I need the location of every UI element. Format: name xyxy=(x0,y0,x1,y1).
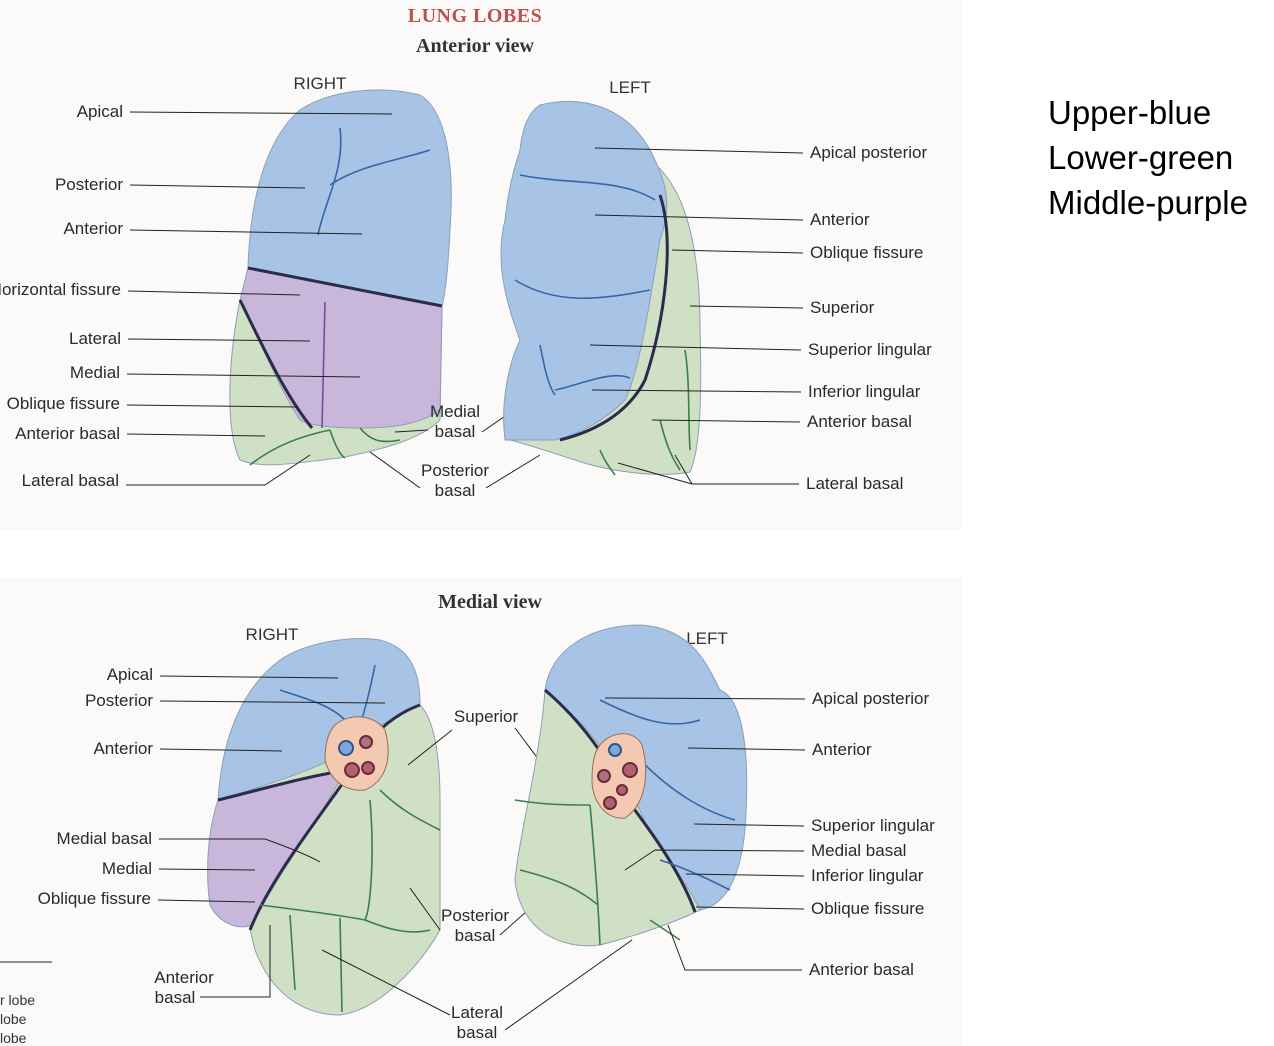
label-left-oblique-fissure: Oblique fissure xyxy=(810,243,923,262)
diagram-title: LUNG LOBES xyxy=(408,5,542,27)
medial-right-upper-lobe xyxy=(217,638,421,801)
anterior-left-lung xyxy=(500,100,702,476)
label-medial-left-anterior: Anterior xyxy=(812,740,872,759)
label-medial-oblique-fissure: Oblique fissure xyxy=(38,889,151,908)
anterior-view-subtitle: Anterior view xyxy=(416,35,534,57)
label-medial-apical-posterior: Apical posterior xyxy=(812,689,930,708)
label-medial: Medial xyxy=(70,363,120,382)
anterior-left-labels: Apical posterior Anterior Oblique fissur… xyxy=(589,143,932,493)
medial-center-labels: Superior Posterior basal Lateral basal xyxy=(321,707,633,1042)
label-superior: Superior xyxy=(810,298,875,317)
label-medial-left-medial-basal: Medial basal xyxy=(811,841,906,860)
label-medial-medial: Medial xyxy=(102,859,152,878)
cropped-edge-fragments: r lobe lobe lobe xyxy=(0,961,52,1046)
medial-left-labels: Apical posterior Anterior Superior lingu… xyxy=(604,689,935,979)
anterior-right-lung xyxy=(229,89,452,466)
medial-left-side-label: LEFT xyxy=(686,629,728,648)
color-legend: Upper-blue Lower-green Middle-purple xyxy=(1048,90,1248,225)
label-medial-anterior: Anterior xyxy=(93,739,153,758)
legend-lower-green: Lower-green xyxy=(1048,139,1234,176)
label-apical-posterior: Apical posterior xyxy=(810,143,928,162)
anterior-right-labels: Apical Posterior Anterior Horizontal fis… xyxy=(0,102,393,490)
anterior-right-oblique-fissure-line xyxy=(238,299,314,429)
label-anterior-basal: Anterior basal xyxy=(15,424,120,443)
medial-left-hilum xyxy=(591,733,647,819)
label-medial-superior-lingular: Superior lingular xyxy=(811,816,935,835)
label-inferior-lingular: Inferior lingular xyxy=(808,382,921,401)
label-anterior: Anterior xyxy=(63,219,123,238)
label-horizontal-fissure: Horizontal fissure xyxy=(0,280,121,299)
label-medial-posterior: Posterior xyxy=(85,691,153,710)
anterior-right-side-label: RIGHT xyxy=(294,74,347,93)
label-medial-posterior-basal-line1: Posterior xyxy=(441,906,509,925)
label-left-anterior-basal: Anterior basal xyxy=(807,412,912,431)
edge-fragment-1: r lobe xyxy=(0,992,35,1008)
label-medial-left-oblique-fissure: Oblique fissure xyxy=(811,899,924,918)
label-medial-basal-line2: basal xyxy=(435,422,476,441)
label-posterior-basal-line2: basal xyxy=(435,481,476,500)
label-medial-basal-line1: Medial xyxy=(430,402,480,421)
label-superior-lingular: Superior lingular xyxy=(808,340,932,359)
medial-view-panel xyxy=(0,578,962,1046)
medial-right-side-label: RIGHT xyxy=(246,625,299,644)
anterior-left-oblique-fissure-line xyxy=(559,194,669,442)
label-medial-medial-basal: Medial basal xyxy=(57,829,152,848)
medial-view-subtitle: Medial view xyxy=(438,591,542,613)
medial-right-labels: Apical Posterior Anterior Medial basal M… xyxy=(38,665,386,1007)
label-left-anterior: Anterior xyxy=(810,210,870,229)
legend-upper-blue: Upper-blue xyxy=(1048,94,1212,131)
legend-middle-purple: Middle-purple xyxy=(1048,184,1248,221)
anterior-left-side-label: LEFT xyxy=(609,78,651,97)
label-lateral: Lateral xyxy=(69,329,121,348)
lung-lobes-diagram: LUNG LOBES Anterior view RIGHT LEFT Apic… xyxy=(0,5,935,1046)
label-medial-left-anterior-basal: Anterior basal xyxy=(809,960,914,979)
label-medial-anterior-basal-line2: basal xyxy=(155,988,196,1007)
label-posterior: Posterior xyxy=(55,175,123,194)
edge-fragment-2: lobe xyxy=(0,1011,27,1027)
edge-fragment-3: lobe xyxy=(0,1030,27,1046)
anterior-right-horizontal-fissure-line xyxy=(247,266,443,308)
label-medial-superior: Superior xyxy=(454,707,519,726)
label-lateral-basal: Lateral basal xyxy=(22,471,119,490)
label-medial-posterior-basal-line2: basal xyxy=(455,926,496,945)
anterior-right-upper-lobe xyxy=(247,89,452,307)
label-oblique-fissure: Oblique fissure xyxy=(7,394,120,413)
label-medial-anterior-basal-line1: Anterior xyxy=(154,968,214,987)
medial-right-hilum xyxy=(324,716,389,791)
medial-right-lung xyxy=(207,638,441,1016)
label-medial-lateral-basal-line2: basal xyxy=(457,1023,498,1042)
label-left-lateral-basal: Lateral basal xyxy=(806,474,903,493)
label-medial-apical: Apical xyxy=(107,665,153,684)
medial-left-lung xyxy=(514,624,748,947)
anterior-view-panel xyxy=(0,0,962,530)
label-medial-inferior-lingular: Inferior lingular xyxy=(811,866,924,885)
label-medial-lateral-basal-line1: Lateral xyxy=(451,1003,503,1022)
label-apical: Apical xyxy=(77,102,123,121)
label-posterior-basal-line1: Posterior xyxy=(421,461,489,480)
